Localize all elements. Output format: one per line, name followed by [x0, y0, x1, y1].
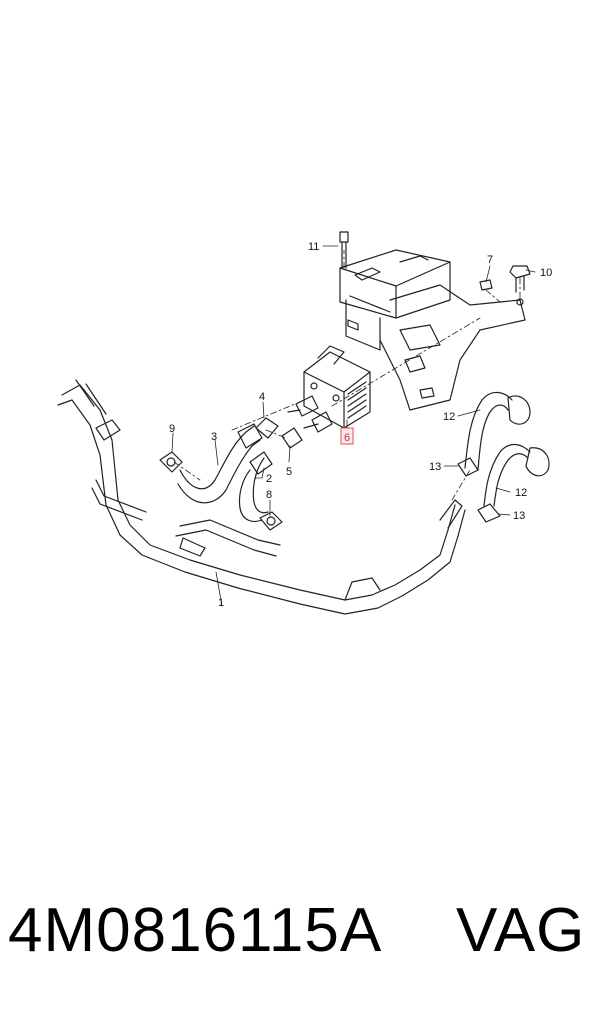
- oil-cooler: [287, 345, 371, 433]
- brand-label: VAG: [456, 896, 586, 965]
- clamp-9: [159, 451, 183, 473]
- leader-lines: [171, 245, 536, 607]
- callout-2: 2: [266, 473, 272, 485]
- callout-4: 4: [259, 391, 265, 403]
- clamp-13-upper: [457, 457, 479, 477]
- bolt-10: [509, 265, 531, 293]
- control-module: [339, 249, 451, 351]
- clamp-8: [259, 511, 283, 531]
- callout-13-lower: 13: [513, 510, 525, 522]
- bolt-11: [339, 231, 349, 269]
- clamp-5: [281, 427, 303, 449]
- hose-12-upper: [464, 391, 531, 471]
- callout-6: 6: [344, 432, 350, 444]
- main-coolant-pipe: [57, 379, 466, 615]
- callout-8: 8: [266, 489, 272, 501]
- callout-5: 5: [286, 466, 292, 478]
- footer: 4M0816115A VAG: [0, 895, 600, 985]
- callout-7: 7: [487, 254, 493, 266]
- hose-12-lower: [483, 443, 550, 507]
- callout-3: 3: [211, 431, 217, 443]
- part-number: 4M0816115A: [8, 896, 383, 965]
- callouts: 1 2 3 4 5 6 7 8 9 10 11 12 12 13 13: [169, 241, 552, 609]
- callout-13-upper: 13: [429, 461, 441, 473]
- hose-3: [177, 423, 263, 504]
- callout-12-upper: 12: [443, 411, 455, 423]
- callout-1: 1: [218, 597, 224, 609]
- callout-10: 10: [540, 267, 552, 279]
- hose-2: [238, 451, 273, 523]
- callout-11: 11: [308, 241, 319, 253]
- clamp-4: [255, 417, 279, 439]
- callout-12-lower: 12: [515, 487, 527, 499]
- callout-6-highlight: [340, 427, 354, 445]
- callout-9: 9: [169, 423, 175, 435]
- mounting-bracket: [379, 284, 526, 411]
- assembly-lines: [173, 249, 521, 501]
- clamp-13-lower: [477, 503, 501, 523]
- parts-diagram: 1 2 3 4 5 6 7 8 9 10 11 12 12 13 13: [57, 231, 552, 615]
